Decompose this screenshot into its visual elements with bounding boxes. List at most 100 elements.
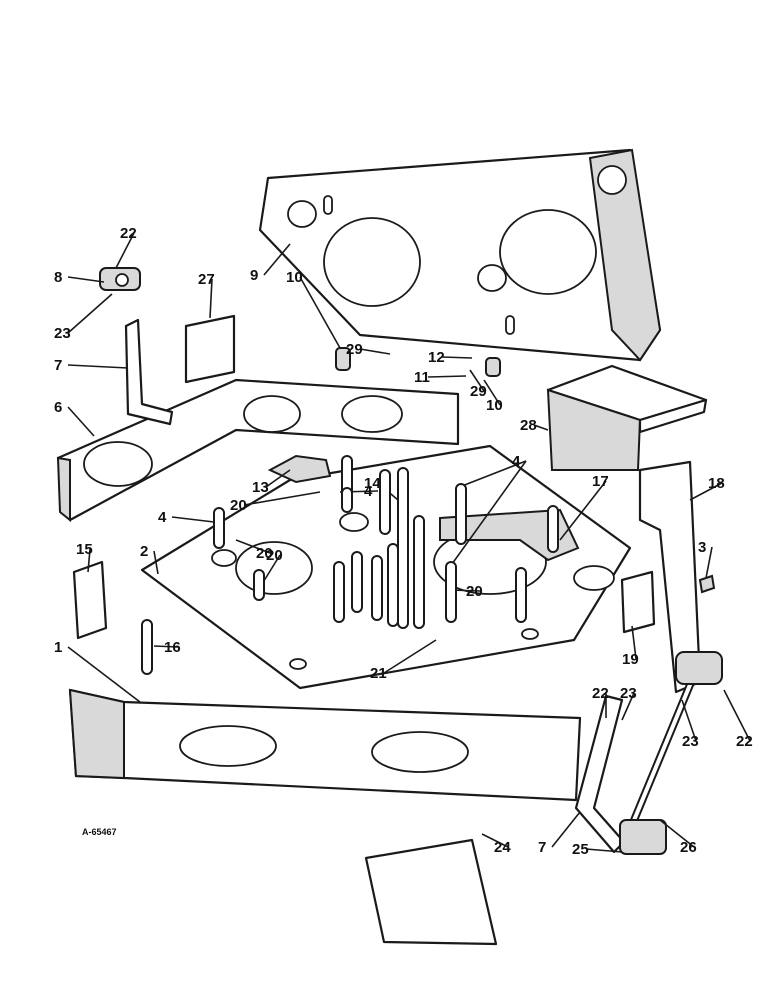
callout-label: 18 <box>708 475 725 492</box>
left-clamp <box>99 267 141 291</box>
callout-leader <box>209 278 213 319</box>
spacer-right <box>485 357 501 377</box>
callout-label: 4 <box>364 483 373 500</box>
right-support-arm <box>574 694 626 854</box>
callout-leader <box>559 480 607 541</box>
callout-label: 19 <box>622 651 639 668</box>
callout-label: 14 <box>364 475 381 492</box>
callout-label: 12 <box>428 349 445 366</box>
pin-tube <box>213 507 225 549</box>
center-bracket <box>439 508 580 562</box>
rod-layer <box>141 455 559 675</box>
callout-label: 20 <box>266 547 283 564</box>
callout-leader <box>153 645 179 648</box>
callout-label: 22 <box>120 225 137 242</box>
callout-label: 21 <box>370 665 387 682</box>
callout-leader <box>115 232 135 269</box>
callout-leader <box>705 546 713 579</box>
wedge-plate <box>364 838 498 946</box>
callout-label: 7 <box>54 357 62 374</box>
pin-tube <box>547 505 559 553</box>
callout-leader <box>265 469 291 488</box>
clip <box>698 574 716 594</box>
small-bracket <box>267 454 332 484</box>
callout-leader <box>723 689 751 742</box>
callout-leader <box>235 539 271 554</box>
callout-label: 22 <box>592 685 609 702</box>
callout-leader <box>171 516 215 523</box>
callout-leader <box>67 364 129 369</box>
callout-leader <box>469 369 485 392</box>
pin-tube <box>455 483 467 545</box>
callout-leader <box>621 692 635 721</box>
callout-label: 2 <box>140 543 148 560</box>
left-support-arm <box>124 318 174 426</box>
callout-label: 24 <box>494 839 511 856</box>
pin-tube <box>445 561 457 623</box>
callout-label: 20 <box>230 497 247 514</box>
cover-hood <box>546 364 708 471</box>
pin-tube <box>253 569 265 601</box>
callout-label: 11 <box>414 369 430 386</box>
pin-tube <box>397 467 409 629</box>
callout-label: 7 <box>538 839 546 856</box>
callout-label: 16 <box>164 639 181 656</box>
pin-tube <box>515 567 527 623</box>
side-bracket <box>72 560 108 640</box>
callout-label: 9 <box>250 267 258 284</box>
pin-tube <box>333 561 345 623</box>
callout-label: 25 <box>572 841 589 858</box>
callout-leader <box>441 356 473 359</box>
callout-label: 28 <box>520 417 537 434</box>
callout-leader <box>481 833 509 848</box>
callout-label: 4 <box>158 509 167 526</box>
pin-tube <box>379 469 391 535</box>
callout-label: 15 <box>76 541 93 558</box>
pin-tube <box>141 619 153 675</box>
right-side-bar <box>638 460 702 694</box>
pin-tube <box>341 487 353 513</box>
callout-leader <box>427 375 467 378</box>
callout-label: 29 <box>346 341 363 358</box>
callout-leader <box>67 276 105 283</box>
callout-leader <box>461 460 527 487</box>
callout-label: 27 <box>198 271 215 288</box>
front-channel <box>68 688 582 802</box>
callout-label: 20 <box>466 583 483 600</box>
callout-leader <box>533 424 549 431</box>
callout-leader <box>243 491 321 506</box>
callout-leader <box>631 625 637 660</box>
callout-label: 6 <box>54 399 62 416</box>
callout-leader <box>67 646 141 703</box>
small-plate <box>620 570 656 634</box>
callout-label: 4 <box>512 453 521 470</box>
callout-label: 29 <box>470 383 487 400</box>
callout-label: 1 <box>54 639 62 656</box>
spacer-left <box>335 347 351 371</box>
callout-label: 10 <box>486 397 503 414</box>
pin-tube <box>371 555 383 621</box>
callout-label: 23 <box>54 325 71 342</box>
callout-leader <box>689 482 723 501</box>
callout-leader <box>551 811 581 848</box>
callout-label: 22 <box>736 733 753 750</box>
pin-tube <box>413 515 425 629</box>
adjusting-rod <box>619 651 723 855</box>
callout-leader <box>585 848 623 853</box>
callout-leader <box>659 819 695 848</box>
pin-tube <box>351 551 363 613</box>
callout-label: 13 <box>252 479 269 496</box>
callout-leader <box>299 276 341 349</box>
callout-label: 4 <box>512 453 521 470</box>
callout-leader <box>383 639 437 674</box>
rear-plate <box>258 148 662 362</box>
callout-label: 10 <box>286 269 303 286</box>
callout-leader <box>451 460 527 565</box>
callout-label: 20 <box>256 545 273 562</box>
callout-leader <box>263 243 291 276</box>
callout-leader <box>67 293 113 334</box>
callout-label: 3 <box>698 539 706 556</box>
